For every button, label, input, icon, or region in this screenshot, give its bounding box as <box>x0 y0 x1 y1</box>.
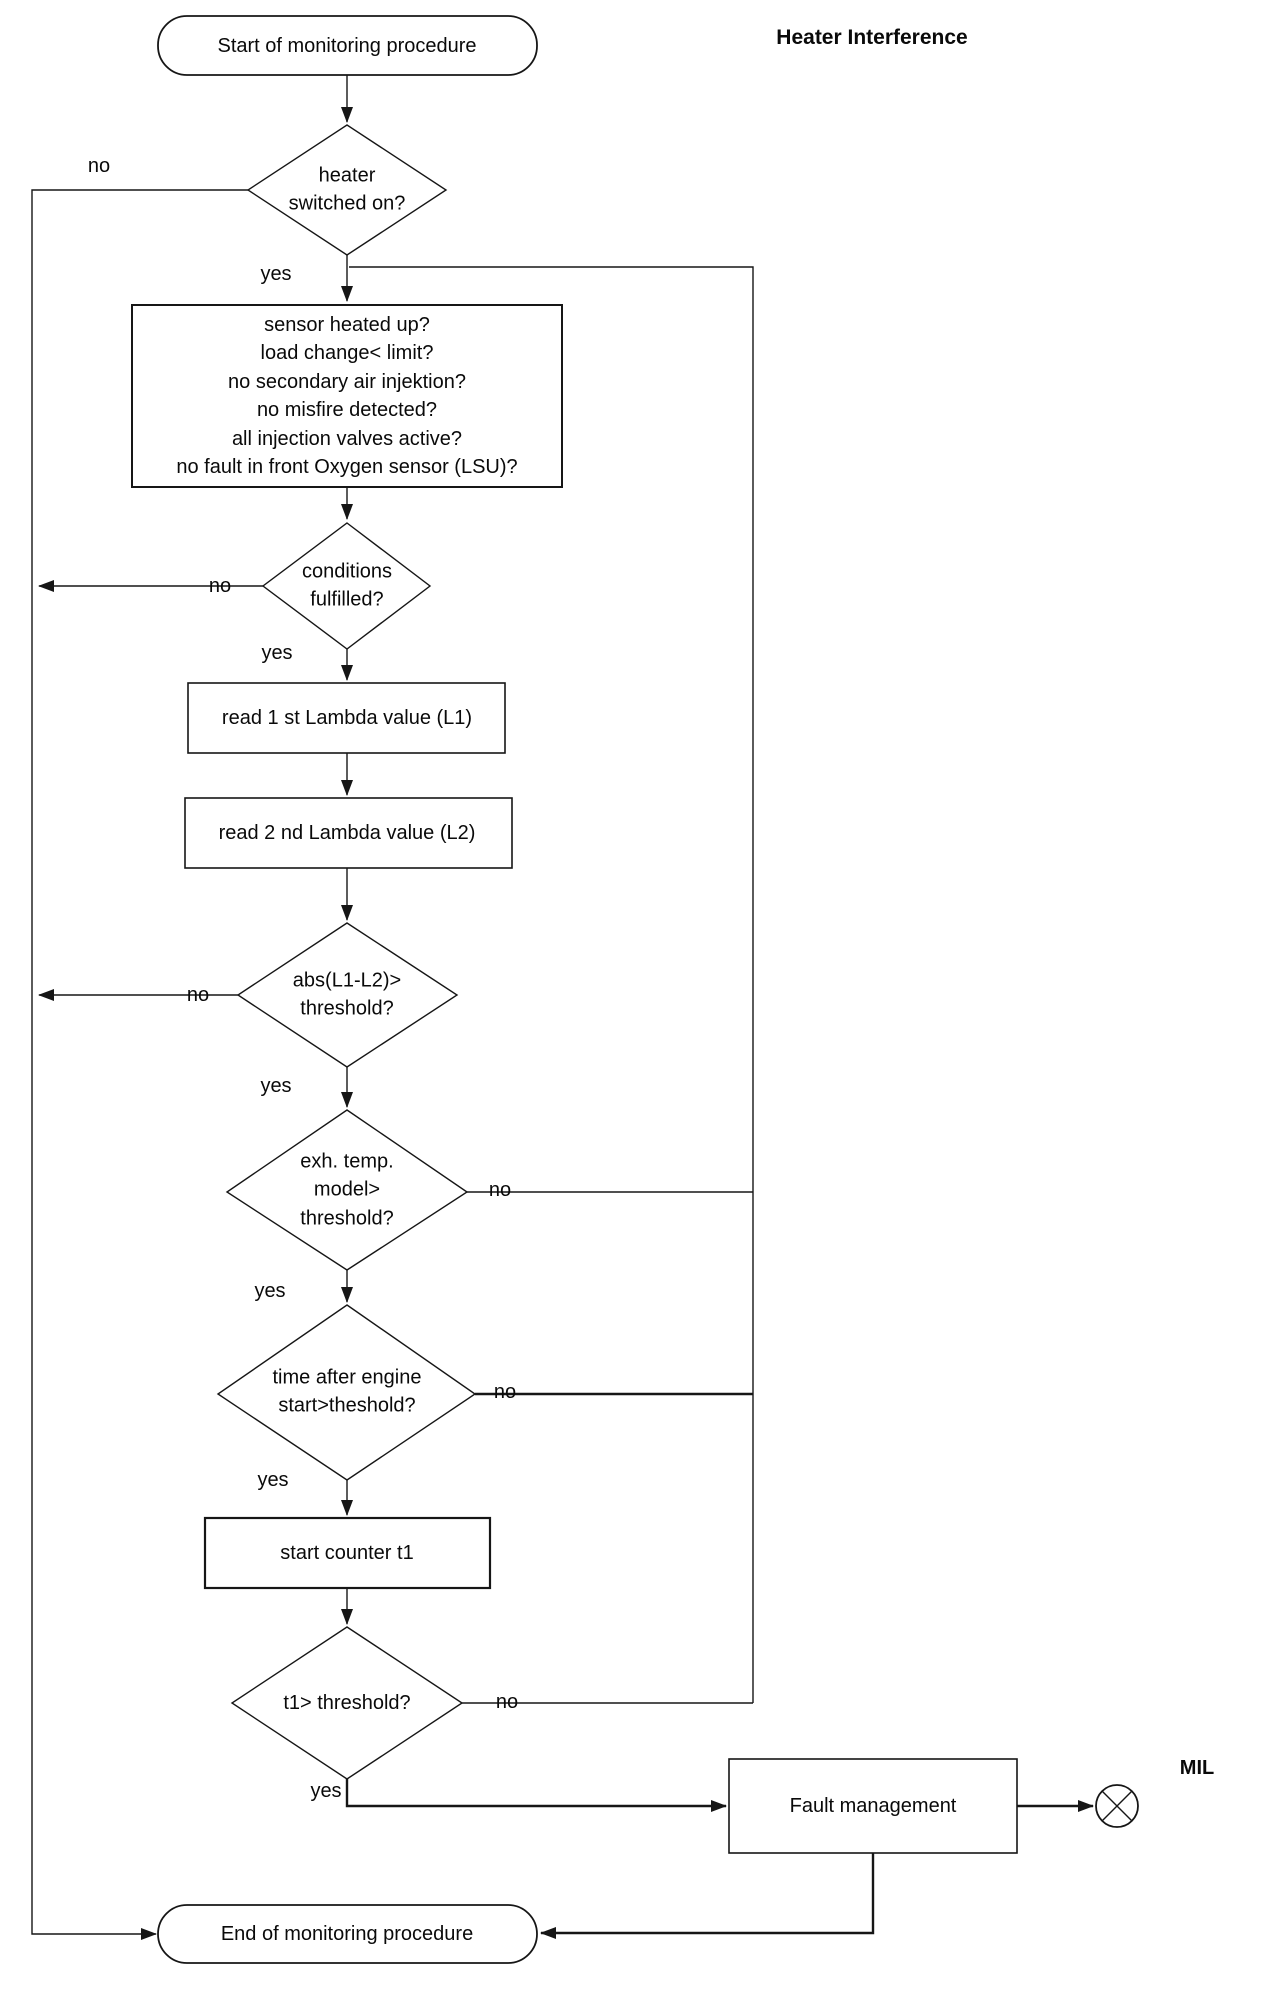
heater-decision-label: heater switched on? <box>288 164 406 215</box>
fault-process-shape <box>728 1758 1018 1854</box>
mil-indicator-cross-2 <box>1101 1790 1133 1822</box>
edge-label-conditions-yes: yes <box>261 642 293 664</box>
preconditions-process-shape <box>131 304 563 488</box>
start-counter-process-label: start counter t1 <box>280 1541 414 1564</box>
fault-process-label: Fault management <box>789 1794 957 1817</box>
edge-label-abs-no: no <box>186 984 210 1006</box>
read-l1-process-shape <box>187 682 506 754</box>
exh-temp-decision-label: exh. temp. model> threshold? <box>300 1150 394 1230</box>
start-terminator-label: Start of monitoring procedure <box>217 34 477 57</box>
edge-label-abs-yes: yes <box>260 1075 292 1097</box>
abs-diff-decision-shape <box>236 922 459 1068</box>
edge-label-t1-no: no <box>495 1691 519 1713</box>
read-l1-process-label: read 1 st Lambda value (L1) <box>221 706 473 729</box>
time-after-start-decision-label: time after engine start>theshold? <box>272 1366 422 1417</box>
start-terminator-shape <box>157 15 538 76</box>
t1-decision-label: t1> threshold? <box>283 1691 411 1714</box>
edge-label-time-no: no <box>493 1381 517 1403</box>
heater-decision-shape <box>246 124 448 256</box>
mil-label: MIL <box>1179 1756 1215 1779</box>
edge-fault-to-end <box>540 1853 875 1939</box>
time-after-start-decision-shape <box>216 1304 477 1481</box>
exh-temp-decision-shape <box>225 1109 469 1271</box>
conditions-decision-label: conditions fulfilled? <box>301 560 393 611</box>
read-l2-process-label: read 2 nd Lambda value (L2) <box>218 821 476 844</box>
t1-decision-shape <box>230 1626 464 1780</box>
conditions-decision-shape <box>261 522 432 650</box>
edge-label-heater-no: no <box>87 155 111 177</box>
edge-label-time-yes: yes <box>257 1469 289 1491</box>
end-terminator-shape <box>157 1904 538 1964</box>
abs-diff-decision-label: abs(L1-L2)> threshold? <box>292 969 402 1020</box>
edge-label-exh-no: no <box>488 1179 512 1201</box>
preconditions-process-label: sensor heated up? load change< limit? no… <box>176 313 518 478</box>
read-l2-process-shape <box>184 797 513 869</box>
edge-heater-no-left-return <box>31 189 248 1940</box>
edge-label-t1-yes: yes <box>310 1780 342 1802</box>
end-terminator-label: End of monitoring procedure <box>220 1922 474 1945</box>
edge-t1-yes-to-fault <box>345 1779 727 1812</box>
edge-label-exh-yes: yes <box>254 1280 286 1302</box>
diagram-title: Heater Interference <box>776 26 968 50</box>
edge-right-return-loop <box>349 266 754 1703</box>
edge-label-heater-yes: yes <box>260 263 292 285</box>
edge-label-conditions-no: no <box>208 575 232 597</box>
start-counter-process-shape <box>203 1516 492 1590</box>
